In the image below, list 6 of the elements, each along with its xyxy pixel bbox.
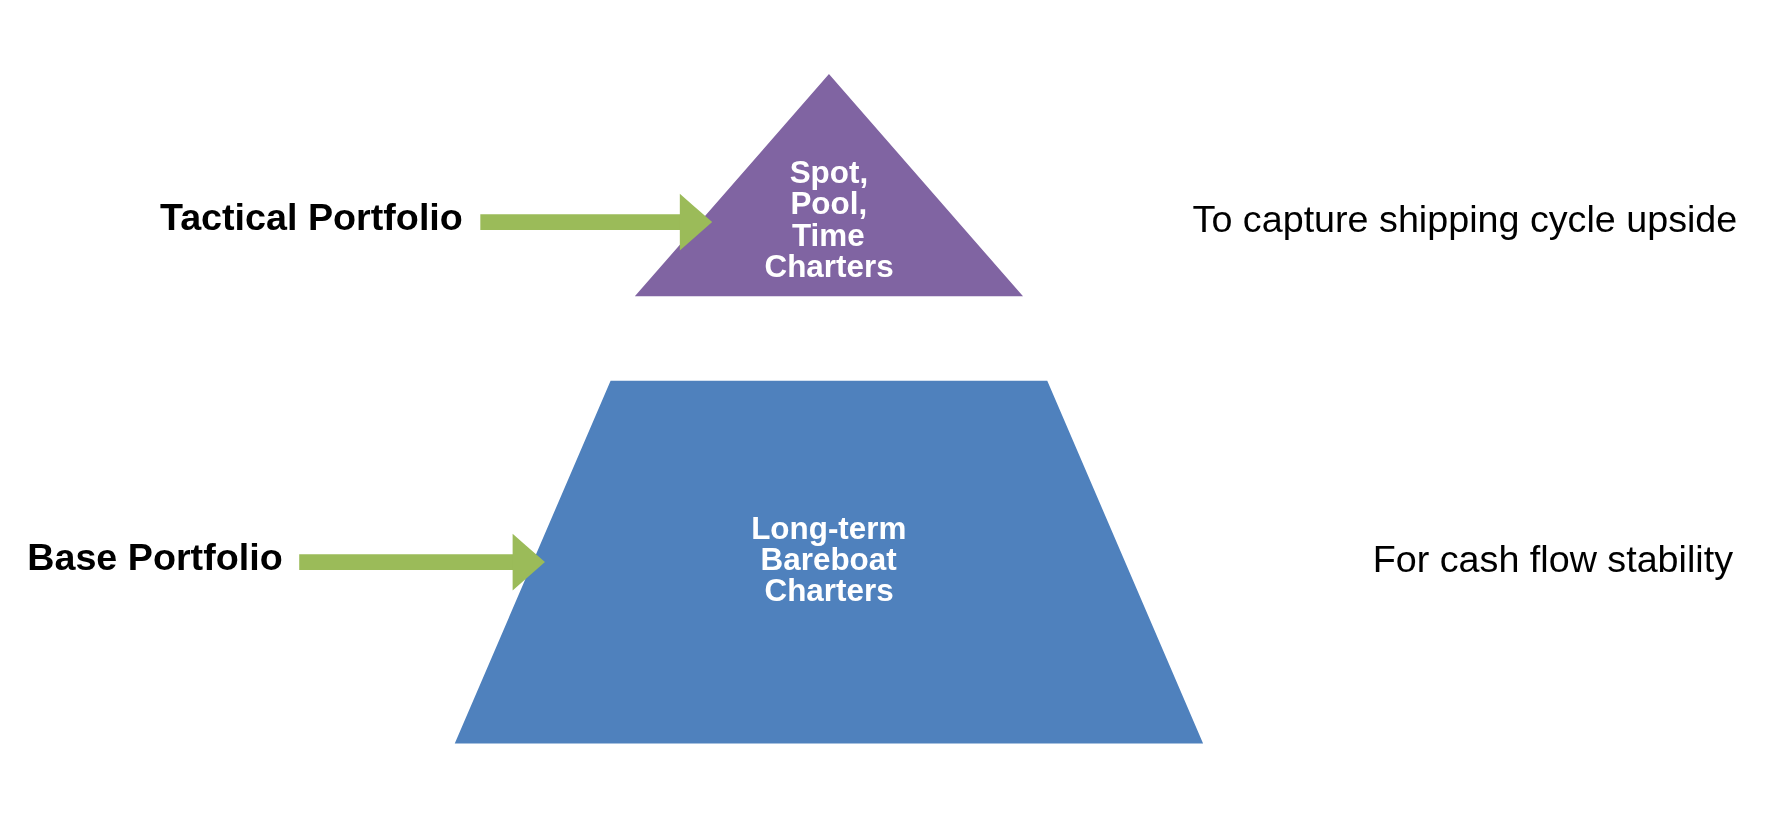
node-text: Tactical Portfolio	[159, 195, 463, 238]
arrow	[299, 533, 545, 590]
node-text: Base Portfolio	[27, 535, 283, 578]
label: To capture shipping cycle upside	[1192, 197, 1738, 240]
arrow	[480, 193, 713, 250]
label: For cash flow stability	[1372, 537, 1734, 580]
